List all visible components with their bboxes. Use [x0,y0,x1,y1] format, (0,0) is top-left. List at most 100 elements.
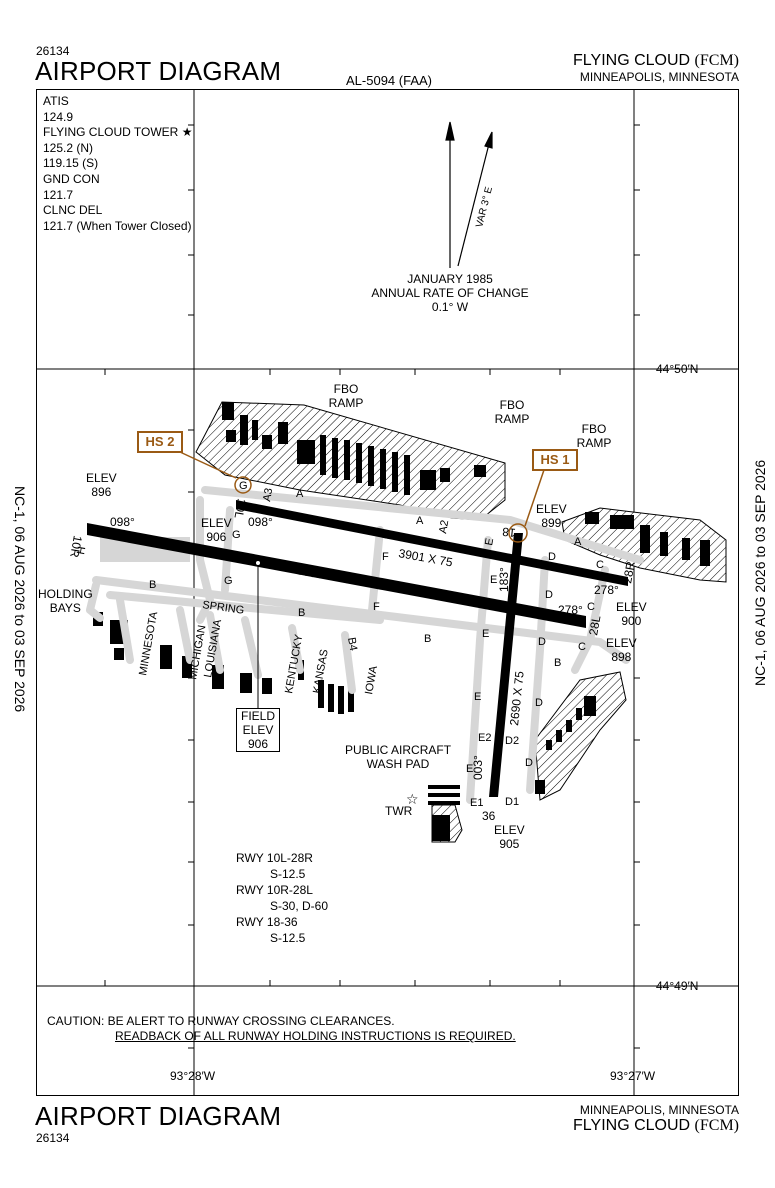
runways [87,500,628,797]
street-minnesota: MINNESOTA [137,610,160,676]
runway-end-10R: 10R [67,534,85,558]
heading-098-b: 098° [248,515,273,529]
footer-airport-name: FLYING CLOUD [573,1117,691,1134]
freq-tower-label: FLYING CLOUD TOWER ★ [43,125,193,140]
heading-003: 003° [471,755,485,780]
heading-098-a: 098° [110,515,135,529]
southeast-ramp [534,671,627,801]
variation-rate-label: ANNUAL RATE OF CHANGE [371,286,529,300]
taxiway-F: F [381,532,394,541]
latitude-top: 44°50′N [656,362,699,376]
freq-gnd-value: 121.7 [43,187,74,202]
runway-10R-28L-dimensions: 5001 X 100 [295,563,358,588]
tower-label: TWR [385,804,413,818]
taxiway-D-3: D [538,636,546,648]
taxiway-B-3: B [424,633,431,645]
airport-name: FLYING CLOUD [573,52,691,69]
taxiway-E-3: E [482,628,489,640]
right-effective-dates: NC-1, 06 AUG 2026 to 03 SEP 2026 [752,459,768,686]
taxiway-B: B [149,579,156,591]
north-arrows [445,121,493,268]
footer-location: MINNEAPOLIS, MINNESOTA [579,1103,739,1117]
frequency-list: ATIS 124.9 FLYING CLOUD TOWER ★ 125.2 (N… [43,94,192,234]
taxiway-A3: A3 [261,487,275,502]
street-kansas: KANSAS [311,648,331,694]
runway-18-36 [489,533,523,797]
left-effective-dates: NC-1, 06 AUG 2026 to 03 SEP 2026 [12,486,28,713]
taxiway-A-3: A [574,536,582,548]
taxiway-E: E [483,537,496,546]
street-spring: SPRING [202,599,245,617]
variation-date: JANUARY 1985 [407,272,493,286]
heading-278-a: 278° [594,583,619,597]
taxiway-F-2: F [382,551,389,563]
airport-title: FLYING CLOUD (FCM) [573,52,739,70]
airport-code: (FCM) [694,52,739,69]
true-north-arrow-icon [445,121,455,141]
taxiway-D2: D2 [505,735,519,747]
taxiway-D1: D1 [505,796,519,808]
field-elev-marker [255,560,261,566]
chart-frame [36,89,739,1096]
freq-atis-label: ATIS [43,94,69,108]
runway-10L-28R [236,500,628,586]
freq-gnd-label: GND CON [43,171,100,186]
footer-chart-number: 26134 [36,1131,70,1145]
freq-tower-n: 125.2 (N) [43,140,94,155]
taxiway-C-2: C [587,601,595,613]
caution-line-1: CAUTION: BE ALERT TO RUNWAY CROSSING CLE… [47,1014,395,1028]
page-title: AIRPORT DIAGRAM [35,56,282,86]
hot-spot-hs1: HS 1 [532,449,578,471]
caution-line-2: READBACK OF ALL RUNWAY HOLDING INSTRUCTI… [115,1029,516,1043]
freq-tower-s: 119.15 (S) [43,156,99,171]
magnetic-north-arrow-icon [484,131,493,149]
footer-airport-title: FLYING CLOUD (FCM) [573,1117,739,1135]
runway-strength-table: RWY 10L-28R S-12.5 RWY 10R-28L S-30, D-6… [236,851,329,945]
taxiway-D-5: D [525,757,533,769]
magnetic-variation-info: JANUARY 1985 ANNUAL RATE OF CHANGE 0.1° … [340,272,560,314]
taxiway-A2: A2 [437,519,451,534]
freq-clnc-label: CLNC DEL [43,203,103,218]
taxiway-labels: A A A A2 A3 B B B B B4 C C C D D D D D D… [75,480,604,809]
runway-end-10L: 10L [232,497,249,519]
runway-end-28L: 28L [586,614,603,636]
grid-lines [36,89,739,1096]
hot-spot-hs2: HS 2 [137,431,183,453]
taxiway-H: H [75,546,88,556]
taxiway-A-2: A [416,515,424,527]
longitude-right: 93°27′W [610,1069,656,1083]
star-icon: ☆ [406,791,419,807]
document-id: AL-5094 (FAA) [346,73,432,88]
taxiway-A: A [296,488,304,500]
taxiway-E-2: E [490,574,497,586]
taxiway-E-4: E [474,691,481,703]
taxiway-G-2: G [224,575,233,587]
taxiway-D-4: D [535,697,543,709]
taxiway-F-3: F [373,601,380,613]
field-elevation-box: FIELD ELEV 906 [236,708,280,752]
heading-278-b: 278° [558,603,583,617]
taxiway-B-4: B [554,657,561,669]
taxiway-G-3: G [239,480,248,492]
latitude-bottom: 44°49′N [656,979,699,993]
taxiway-E-5: E [466,763,473,775]
runway-end-36: 36 [482,809,496,823]
street-iowa: IOWA [363,664,380,695]
footer-airport-code: (FCM) [694,1117,739,1134]
freq-atis-value: 124.9 [43,109,74,124]
taxiway-E1: E1 [470,797,483,809]
taxiway-E2: E2 [478,732,491,744]
heading-183: 183° [497,567,511,592]
variation-rate-value: 0.1° W [431,300,469,314]
